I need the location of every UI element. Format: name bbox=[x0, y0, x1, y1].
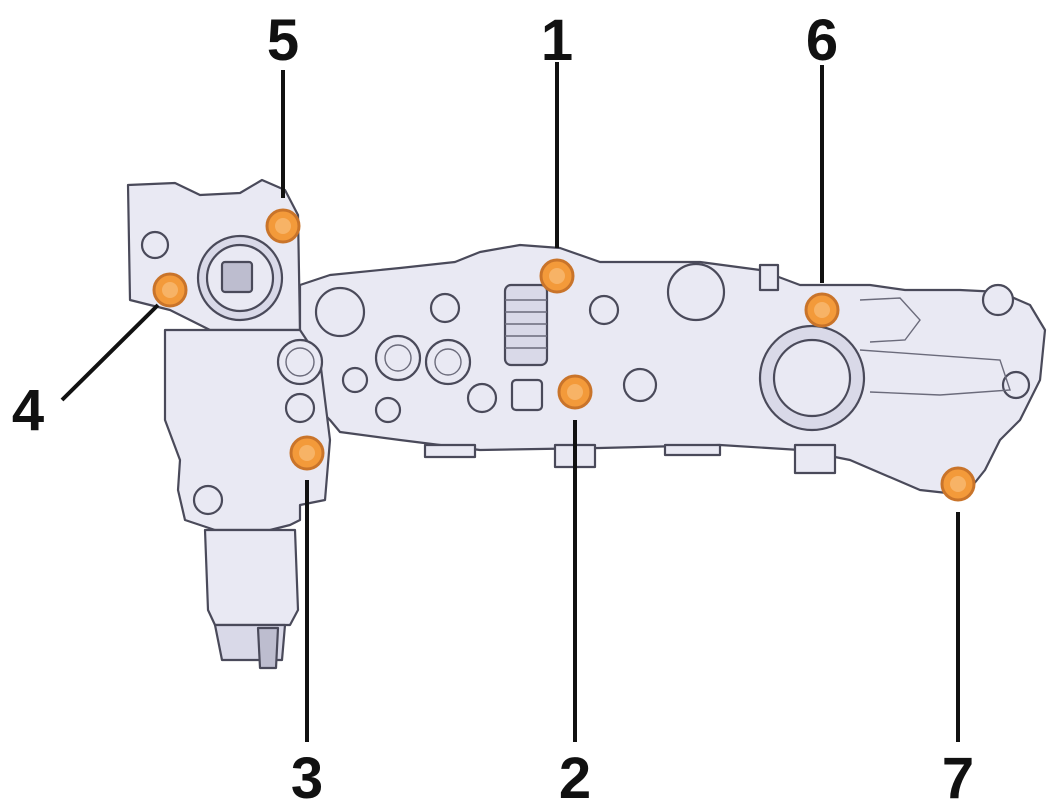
channel-line bbox=[859, 297, 921, 343]
callout-label-4: 4 bbox=[12, 378, 44, 443]
housing-drawing bbox=[126, 178, 1047, 670]
channel-line bbox=[859, 349, 1011, 396]
port-circle bbox=[284, 392, 316, 424]
port-circle bbox=[1001, 370, 1031, 400]
bolt-head-1 bbox=[549, 268, 565, 284]
callout-label-1: 1 bbox=[541, 8, 573, 73]
port-circle bbox=[466, 382, 498, 414]
housing-motor bbox=[203, 528, 300, 627]
callout-label-3: 3 bbox=[291, 746, 323, 805]
lower-tab bbox=[793, 443, 837, 475]
upper-tab bbox=[758, 263, 780, 292]
port-circle bbox=[622, 367, 658, 403]
port-circle bbox=[192, 484, 224, 516]
port-circle bbox=[424, 338, 472, 386]
port-ring bbox=[434, 348, 462, 376]
bolt-head-2 bbox=[567, 384, 583, 400]
callout-group: 1 2 3 4 5 6 7 bbox=[12, 8, 976, 805]
large-boss-inner bbox=[772, 338, 852, 418]
callout-label-5: 5 bbox=[267, 8, 299, 73]
bolt-head-3 bbox=[299, 445, 315, 461]
lower-tab bbox=[423, 443, 477, 459]
spring-valve bbox=[503, 283, 549, 412]
lower-tab bbox=[663, 443, 722, 457]
port-circle bbox=[666, 262, 726, 322]
port-circle bbox=[981, 283, 1015, 317]
callout-label-6: 6 bbox=[806, 8, 838, 73]
port-circle bbox=[314, 286, 366, 338]
callout-label-2: 2 bbox=[559, 746, 591, 805]
port-circle bbox=[588, 294, 620, 326]
port-ring bbox=[285, 347, 315, 377]
port-circle bbox=[374, 334, 422, 382]
port-circle bbox=[341, 366, 369, 394]
port-circle bbox=[140, 230, 170, 260]
leader-line-4 bbox=[60, 303, 160, 402]
port-circle bbox=[374, 396, 402, 424]
port-circle bbox=[429, 292, 461, 324]
bolt-head-4 bbox=[162, 282, 178, 298]
housing-connector-tab bbox=[256, 626, 280, 670]
sensor-plug bbox=[220, 260, 254, 294]
bolt-head-6 bbox=[814, 302, 830, 318]
port-ring bbox=[384, 344, 412, 372]
callout-label-7: 7 bbox=[942, 746, 974, 805]
bolt-head-7 bbox=[950, 476, 966, 492]
port-circle bbox=[276, 338, 324, 386]
bolt-head-5 bbox=[275, 218, 291, 234]
